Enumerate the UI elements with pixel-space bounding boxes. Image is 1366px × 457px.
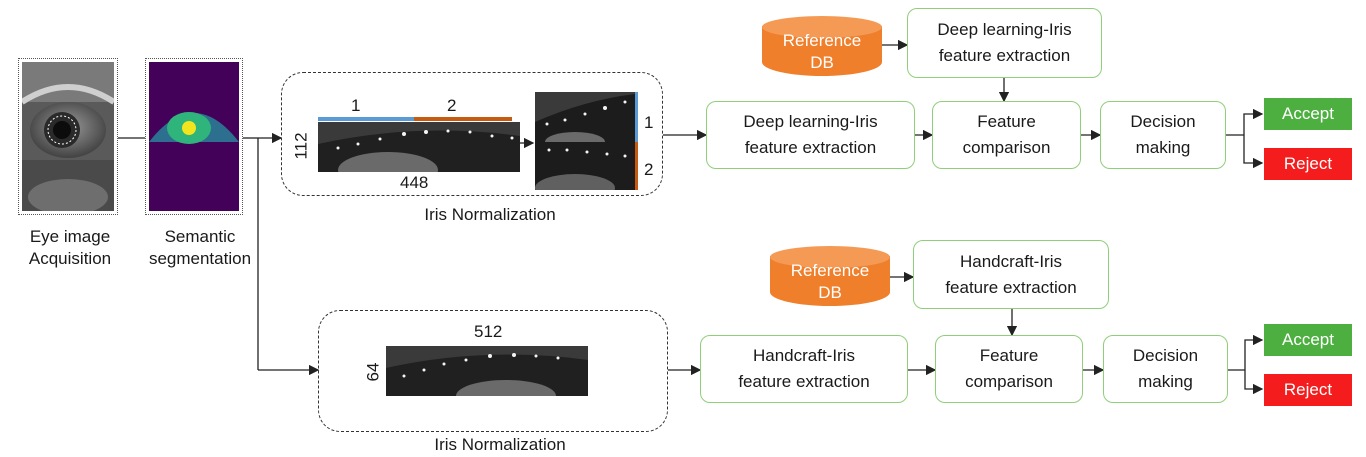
top-feature-comparison-box: Feature comparison [932,101,1081,169]
split-part2-image [535,142,635,190]
top-decision-making-label: Decision making [1130,112,1196,157]
split-part2-label: 2 [644,160,654,179]
bottom-feature-extraction-box: Handcraft-Iris feature extraction [700,335,908,403]
semantic-segmentation-label: Semantic segmentation [148,227,252,268]
bottom-reference-db-label: Reference DB [790,261,870,302]
part2-label: 2 [447,96,457,115]
top-feature-comparison-label: Feature comparison [962,112,1051,157]
arrow-top-accept [1243,108,1264,135]
bottom-reference-db: Reference DB [770,246,890,306]
part1-bar [318,117,414,121]
bottom-decision-making-box: Decision making [1103,335,1228,403]
bottom-reject-badge: Reject [1264,374,1352,406]
bottom-feature-extraction-label: Handcraft-Iris feature extraction [738,346,870,391]
bottom-db-feature-extraction-box: Handcraft-Iris feature extraction [913,240,1109,309]
bottom-accept-badge: Accept [1264,324,1352,356]
eye-image [20,62,116,215]
top-accept-badge: Accept [1264,98,1352,130]
arrow-top-reject [1243,135,1264,169]
bottom-height-label: 64 [363,362,383,382]
bottom-width-label: 512 [474,322,503,341]
top-feature-extraction-box: Deep learning-Iris feature extraction [706,101,915,169]
split-part1-bar [635,92,638,142]
top-normalized-strip [318,122,520,172]
eye-image-thumbnail [18,58,118,215]
top-db-feature-extraction-box: Deep learning-Iris feature extraction [907,8,1102,78]
top-reject-badge: Reject [1264,148,1352,180]
part1-label: 1 [351,96,361,115]
segmentation-thumbnail [145,58,243,215]
split-part1-image [535,92,635,142]
split-part1-label: 1 [644,113,654,132]
part2-bar [414,117,512,121]
bottom-normalization-box [318,310,668,432]
segmentation-mask [149,62,239,211]
top-width-label: 448 [400,173,429,192]
top-normalization-box [281,72,663,196]
bottom-db-feature-extraction-label: Handcraft-Iris feature extraction [945,251,1077,297]
top-reference-db: Reference DB [762,16,882,76]
bottom-normalized-strip [386,346,588,396]
bottom-feature-comparison-label: Feature comparison [965,346,1053,391]
top-feature-extraction-label: Deep learning-Iris feature extraction [743,112,878,157]
top-decision-making-box: Decision making [1100,101,1226,169]
bottom-feature-comparison-box: Feature comparison [935,335,1083,403]
top-db-feature-extraction-label: Deep learning-Iris feature extraction [937,20,1072,65]
bottom-decision-making-label: Decision making [1132,346,1199,391]
arrow-bot-reject [1244,370,1264,395]
eye-image-acquisition-label: Eye image Acquisition [28,227,112,268]
top-height-label: 112 [291,132,311,160]
arrow-bot-accept [1244,334,1264,370]
top-reference-db-label: Reference DB [782,31,862,72]
split-part2-bar [635,142,638,190]
top-iris-normalization-label: Iris Normalization [424,205,556,224]
bottom-iris-normalization-label: Iris Normalization [434,435,566,454]
